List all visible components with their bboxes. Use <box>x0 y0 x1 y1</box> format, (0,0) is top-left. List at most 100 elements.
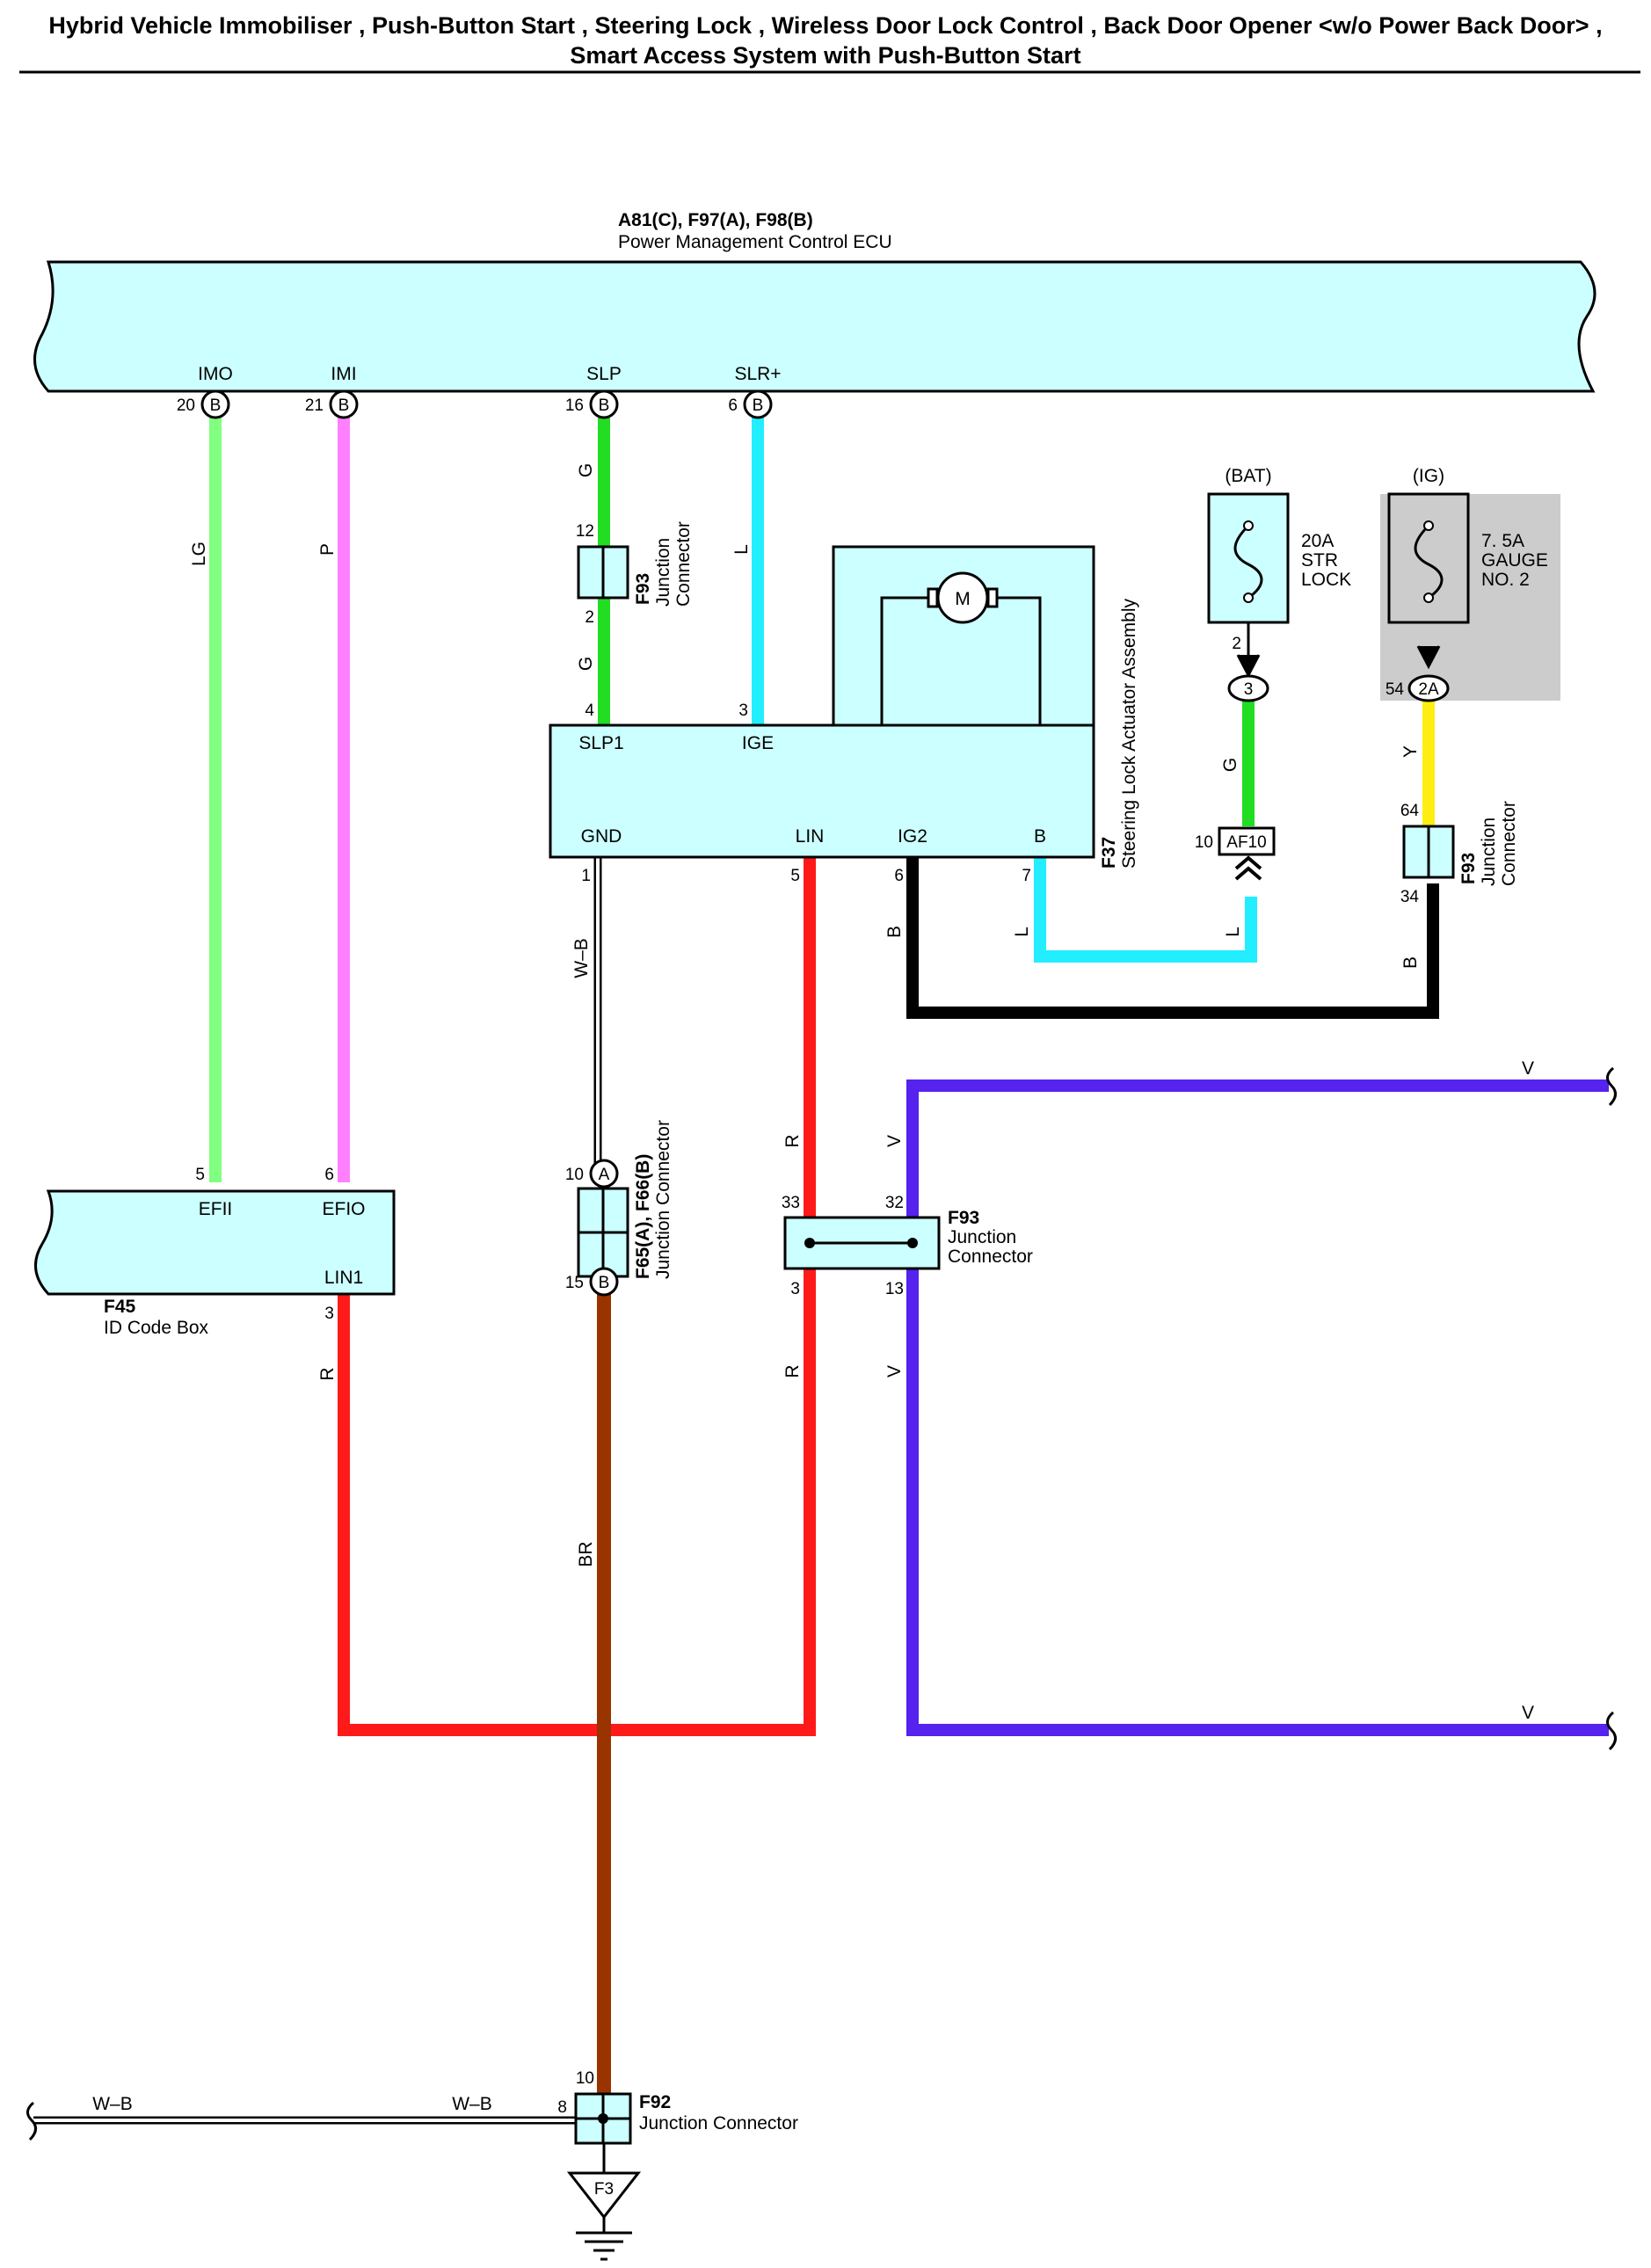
wire-label-b1: B <box>884 926 905 938</box>
junction-f65-bottom-number: 15 <box>565 1274 584 1292</box>
ecu-pin-imi: B 21 <box>305 389 359 419</box>
fuse-ig-name-2: NO. 2 <box>1481 570 1530 590</box>
wire-break-top <box>1606 1066 1617 1107</box>
steering-lock-name: Steering Lock Actuator Assembly <box>1119 599 1139 869</box>
steering-terminal-slp1: SLP1 <box>578 733 623 753</box>
fuse-bat-box <box>1207 492 1290 624</box>
ecu-terminal-imo: IMO <box>198 364 233 384</box>
fuse-ig-pin: 54 <box>1386 680 1405 699</box>
wire-label-wb-left1: W–B <box>92 2094 133 2114</box>
junction-f93-upper-name-1: Junction <box>653 538 673 607</box>
motor-label: M <box>955 589 971 609</box>
wire-labels: LG P G G L G Y W–B R V L B L B R R V BR … <box>92 463 1534 2114</box>
fuse-ig-header: (IG) <box>1413 466 1444 486</box>
motor-lead-right <box>993 596 1042 725</box>
motor-brush-right <box>986 587 999 608</box>
fuse-bat: (BAT) 20A STR LOCK 2 3 <box>1207 466 1351 702</box>
junction-f93-right-name-2: Connector <box>1499 801 1519 886</box>
junction-f93-mid-pin-br: 13 <box>885 1280 904 1298</box>
steering-lock-body <box>549 723 1095 859</box>
wire-label-v-top: V <box>1522 1058 1534 1079</box>
wire-label-r1: R <box>782 1134 803 1147</box>
wire-label-l2: L <box>1012 927 1032 937</box>
junction-f92-code: F92 <box>639 2092 671 2112</box>
ecu-pin-slr: B 6 <box>728 389 773 419</box>
junction-f93-right-code: F93 <box>1458 853 1479 884</box>
wire-label-b2: B <box>1400 956 1421 969</box>
steering-pin-ig2: 6 <box>894 867 904 885</box>
junction-f92-name: Junction Connector <box>639 2113 798 2134</box>
connector-af10-chevron-2 <box>1234 866 1262 881</box>
junction-f65: A 10 B 15 F65(A), F66(B) Junction Connec… <box>565 1120 673 1297</box>
steering-terminal-ig2: IG2 <box>898 826 927 847</box>
steering-pin-slp1: 4 <box>585 701 594 720</box>
ecu-body <box>33 260 1596 393</box>
wire-label-r2: R <box>317 1367 338 1380</box>
fuse-bat-contact-bottom <box>1243 592 1254 603</box>
junction-f93-mid-pin-tr: 32 <box>885 1194 904 1212</box>
wire-label-r3: R <box>782 1364 803 1378</box>
junction-f93-mid-name-1: Junction <box>948 1227 1016 1247</box>
power-management-ecu: A81(C), F97(A), F98(B) Power Management … <box>33 210 1596 419</box>
steering-lock-code: F37 <box>1099 837 1119 869</box>
steering-terminal-b: B <box>1034 826 1046 847</box>
motor-icon <box>936 571 989 624</box>
wire-l-b <box>1034 857 1257 963</box>
wire-label-wb1: W–B <box>571 938 592 978</box>
ecu-pin-slp-number: 16 <box>565 396 584 415</box>
junction-f93-mid-dot-left <box>804 1238 815 1248</box>
ground-f3: F3 <box>566 2171 642 2261</box>
connector-af10: AF10 10 <box>1195 826 1276 881</box>
junction-f92-pin-left: 8 <box>557 2098 567 2117</box>
junction-f65-top-conn: A <box>599 1166 610 1184</box>
junction-f65-bottom-pin <box>589 1267 619 1297</box>
fuse-ig-rating: 7. 5A <box>1481 531 1524 551</box>
motor-lead-left <box>880 596 932 725</box>
connector-af10-body <box>1218 826 1276 856</box>
junction-f65-name: Junction Connector <box>653 1120 673 1279</box>
fuse-ig-icon <box>1414 524 1444 600</box>
fuse-bat-name-2: LOCK <box>1301 570 1351 590</box>
fuse-ig-connector-label: 2A <box>1418 680 1439 699</box>
ecu-pin-slr-conn: B <box>753 396 764 415</box>
connector-af10-pin: 10 <box>1195 833 1213 852</box>
fuse-ig-arrow <box>1416 645 1441 670</box>
connector-af10-label: AF10 <box>1226 833 1266 852</box>
wire-b-ig2 <box>906 857 1439 1019</box>
junction-f93-right: 64 34 F93 Junction Connector <box>1400 801 1519 906</box>
fuse-bat-contact-top <box>1243 520 1254 531</box>
fuse-bat-icon <box>1233 524 1263 600</box>
id-code-box-code: F45 <box>104 1297 136 1317</box>
diagram-title-line-2: Smart Access System with Push-Button Sta… <box>570 42 1080 69</box>
steering-pin-b: 7 <box>1022 867 1031 885</box>
junction-f93-right-name-1: Junction <box>1479 818 1499 886</box>
wire-label-v1: V <box>884 1135 905 1147</box>
wire-label-v-bottom: V <box>1522 1703 1534 1723</box>
wire-r-lin <box>338 857 816 1736</box>
wire-label-y: Y <box>1400 745 1421 758</box>
junction-f93-right-pin-top: 64 <box>1400 802 1420 820</box>
id-code-terminal-efii: EFII <box>199 1199 233 1219</box>
steering-terminal-ige: IGE <box>742 733 774 753</box>
wire-label-lg: LG <box>189 542 209 566</box>
fuse-ig: (IG) 7. 5A GAUGE NO. 2 2A 54 <box>1380 466 1560 702</box>
ecu-pin-imi-number: 21 <box>305 396 324 415</box>
ecu-pin-imo: B 20 <box>177 389 230 419</box>
fuse-ig-contact-top <box>1423 520 1434 531</box>
steering-pin-lin: 5 <box>790 867 800 885</box>
fuse-bat-connector-label: 3 <box>1244 680 1254 699</box>
ecu-codes: A81(C), F97(A), F98(B) <box>618 210 813 230</box>
wire-label-wb-left2: W–B <box>452 2094 492 2114</box>
junction-f92-dot <box>598 2113 608 2124</box>
ecu-name: Power Management Control ECU <box>618 232 892 252</box>
wire-label-v2: V <box>884 1365 905 1378</box>
ground-f3-triangle <box>566 2171 642 2220</box>
id-code-box: EFII EFIO LIN1 5 6 3 F45 ID Code Box <box>33 1166 396 1338</box>
ecu-pin-imi-conn: B <box>338 396 350 415</box>
ground-f3-code: F3 <box>594 2180 614 2199</box>
wire-break-left <box>26 2101 37 2141</box>
junction-f92: 10 8 F92 Junction Connector <box>557 2069 798 2145</box>
wire-break-bottom <box>1606 1711 1617 1751</box>
junction-f93-mid-dot-right <box>907 1238 918 1248</box>
